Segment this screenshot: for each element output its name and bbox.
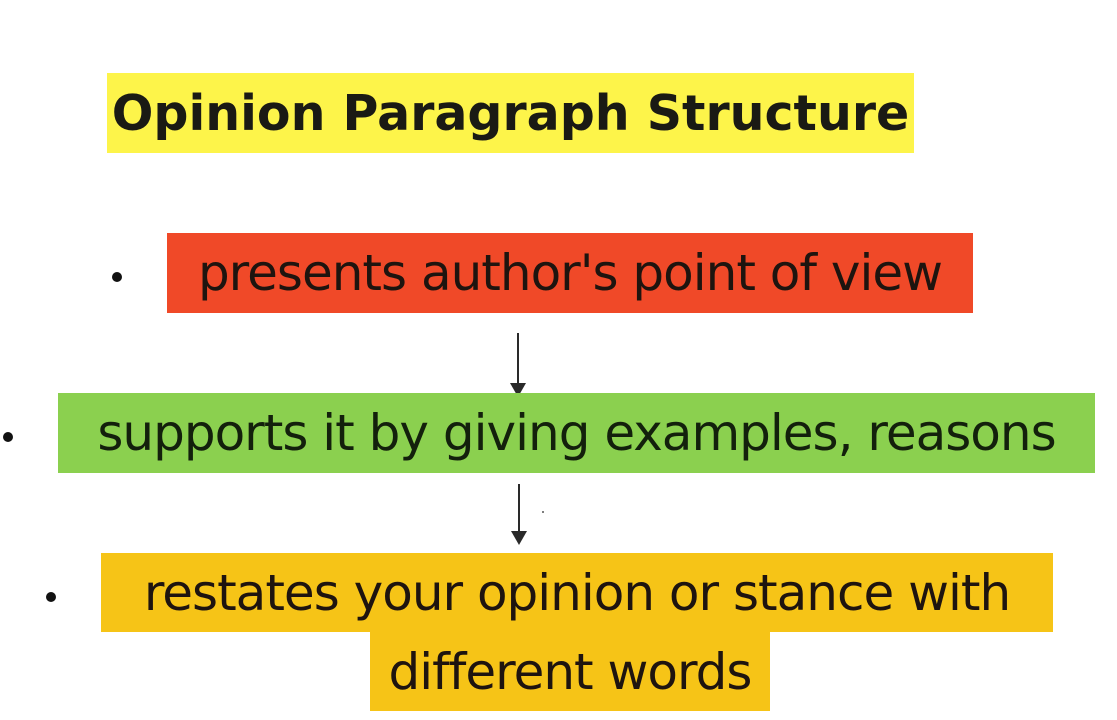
arrow-down-icon	[510, 333, 526, 397]
step-3-restate-line-1: restates your opinion or stance with	[101, 553, 1053, 632]
step-3-text-line-2: different words	[388, 642, 753, 701]
step-2-text: supports it by giving examples, reasons	[97, 404, 1056, 462]
step-3-text-line-1: restates your opinion or stance with	[143, 563, 1011, 622]
step-1-text: presents author's point of view	[197, 244, 943, 302]
stray-dot	[542, 511, 544, 513]
bullet-dot-icon	[112, 272, 122, 282]
bullet-dot-icon	[3, 432, 13, 442]
step-2-support: supports it by giving examples, reasons	[58, 393, 1095, 473]
step-3-restate-line-2: different words	[370, 632, 770, 711]
diagram-title: Opinion Paragraph Structure	[111, 84, 910, 142]
title-highlight: Opinion Paragraph Structure	[107, 73, 914, 153]
arrow-down-icon	[511, 484, 527, 545]
bullet-dot-icon	[46, 592, 56, 602]
step-1-point-of-view: presents author's point of view	[167, 233, 973, 313]
